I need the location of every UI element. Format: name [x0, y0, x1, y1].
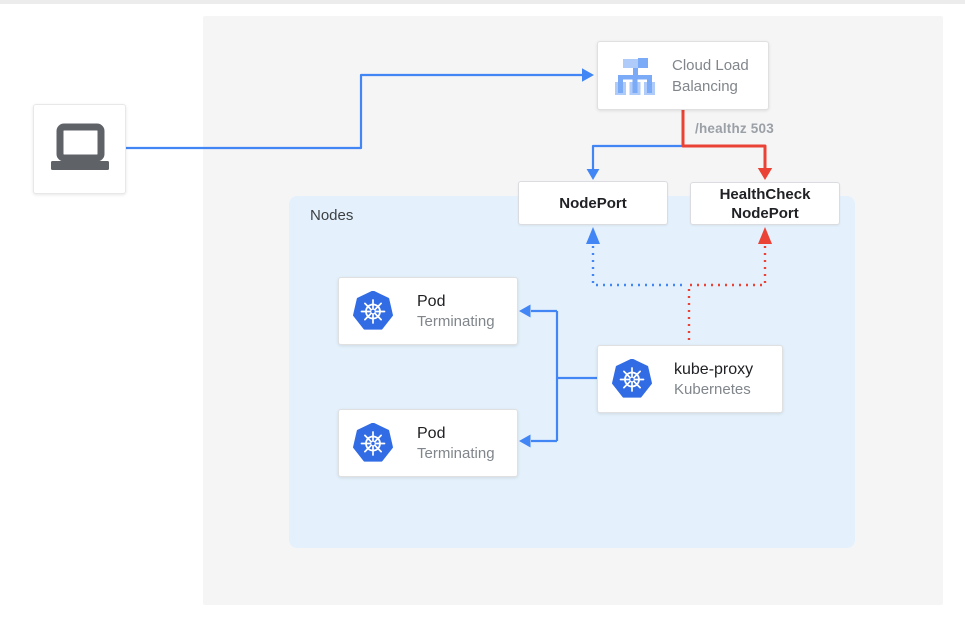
pod-status: Terminating — [417, 312, 495, 330]
kube-proxy-card-text: kube-proxy Kubernetes — [674, 359, 753, 400]
laptop-icon — [50, 123, 109, 170]
pod-card-text: Pod Terminating — [417, 291, 495, 332]
kubernetes-wheel-icon — [353, 291, 393, 330]
kubernetes-wheel-icon — [612, 359, 652, 398]
cloud-load-balancing-card: Cloud Load Balancing — [597, 41, 769, 110]
kube-proxy-card: kube-proxy Kubernetes — [597, 345, 783, 413]
pod-status: Terminating — [417, 444, 495, 462]
cloud-load-balancing-label: Cloud Load Balancing — [672, 56, 749, 95]
client-device-card — [33, 104, 126, 194]
pod-card: Pod Terminating — [338, 409, 518, 477]
kube-proxy-subtitle: Kubernetes — [674, 380, 751, 398]
healthcheck-nodeport-card: HealthCheck NodePort — [690, 182, 840, 225]
pod-title: Pod — [417, 292, 446, 310]
cloud-load-balancing-icon — [615, 57, 655, 95]
nodes-panel-label: Nodes — [310, 207, 354, 224]
kube-proxy-title: kube-proxy — [674, 360, 754, 378]
healthz-status-label: /healthz 503 — [695, 121, 774, 136]
kubernetes-wheel-icon — [353, 423, 393, 462]
pod-card-text: Pod Terminating — [417, 423, 495, 464]
pod-title: Pod — [417, 424, 446, 442]
pod-card: Pod Terminating — [338, 277, 518, 345]
nodeport-card: NodePort — [518, 181, 668, 225]
top-divider — [0, 0, 965, 4]
